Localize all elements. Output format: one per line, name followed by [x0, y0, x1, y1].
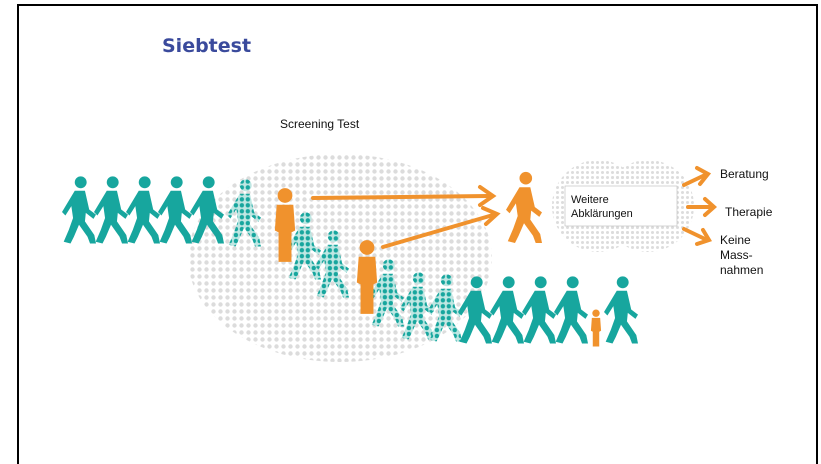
arrowhead-therapie	[703, 197, 718, 217]
arrowhead-1	[478, 185, 497, 207]
walker-figure	[126, 176, 160, 244]
walker-figure	[490, 276, 524, 344]
arrowhead-beratung	[695, 166, 712, 186]
walker-figure	[158, 176, 192, 244]
arrow-keine	[682, 227, 707, 241]
walker-figure	[554, 276, 588, 344]
arrowhead-2	[481, 206, 501, 226]
walker-figure	[522, 276, 556, 344]
slide-title: Siebtest	[162, 35, 252, 57]
outcome-keine-massnahmen: Keine Mass- nahmen	[720, 233, 764, 277]
walker-figure	[94, 176, 128, 244]
arrow-beratung	[682, 173, 707, 187]
walker-figure	[506, 171, 542, 243]
screening-test-label: Screening Test	[280, 117, 360, 131]
arrow-to-further-2	[381, 213, 495, 249]
further-investigation-label: Weitere Abklärungen	[571, 194, 633, 220]
walker-figure	[604, 276, 638, 344]
outcome-therapie: Therapie	[725, 205, 773, 219]
arrows	[311, 166, 718, 249]
investigation-box	[564, 185, 678, 227]
arrow-to-further-1	[311, 194, 490, 200]
walker-figure	[62, 176, 96, 244]
stander-figure	[590, 309, 602, 347]
arrowhead-keine	[695, 228, 712, 246]
walkers-left	[62, 176, 224, 244]
outcome-beratung: Beratung	[720, 167, 769, 181]
